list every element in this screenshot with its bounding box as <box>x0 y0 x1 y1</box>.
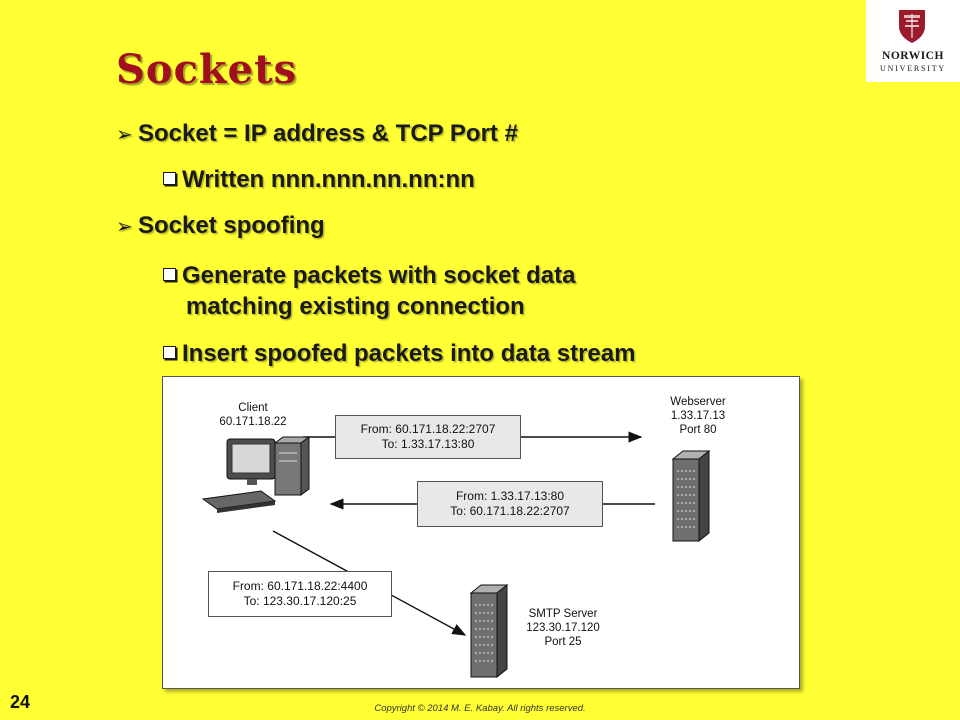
webserver-tower-icon <box>671 449 711 543</box>
smtp-server-label: SMTP Server 123.30.17.120 Port 25 <box>526 608 600 648</box>
arrow-bullet-icon: ➢ <box>116 122 133 146</box>
bullet-written-format: Written nnn.nnn.nn.nn:nn <box>163 166 475 194</box>
slide-title: Sockets <box>116 46 298 93</box>
socket-spoofing-diagram: Client 60.171.18.22 Webserver 1.33.17.13… <box>162 376 800 689</box>
box-bullet-icon <box>163 268 176 282</box>
logo-name: NORWICH <box>882 50 944 62</box>
bullet-socket-definition: ➢Socket = IP address & TCP Port # <box>116 120 518 147</box>
box-bullet-icon <box>163 172 176 186</box>
box-bullet-icon <box>163 346 176 360</box>
bullet-generate-packets: Generate packets with socket data matchi… <box>163 260 576 322</box>
client-computer-icon <box>201 436 311 513</box>
university-crest-icon <box>899 10 925 43</box>
page-number: 24 <box>10 692 31 712</box>
copyright-notice: Copyright © 2014 M. E. Kabay. All rights… <box>374 703 586 714</box>
bullet-insert-packets: Insert spoofed packets into data stream <box>163 340 635 368</box>
smtp-server-tower-icon <box>469 583 509 679</box>
bullet-socket-spoofing: ➢Socket spoofing <box>116 212 325 239</box>
client-label: Client 60.171.18.22 <box>219 402 287 428</box>
logo-subname: UNIVERSITY <box>880 64 946 73</box>
arrow-bullet-icon: ➢ <box>116 214 133 238</box>
webserver-label: Webserver 1.33.17.13 Port 80 <box>670 396 726 436</box>
packet-webserver-to-client: From: 1.33.17.13:80 To: 60.171.18.22:270… <box>417 481 603 527</box>
norwich-university-logo: NORWICH UNIVERSITY <box>866 0 960 82</box>
packet-client-to-smtp: From: 60.171.18.22:4400 To: 123.30.17.12… <box>208 571 392 617</box>
packet-client-to-webserver: From: 60.171.18.22:2707 To: 1.33.17.13:8… <box>335 415 521 459</box>
